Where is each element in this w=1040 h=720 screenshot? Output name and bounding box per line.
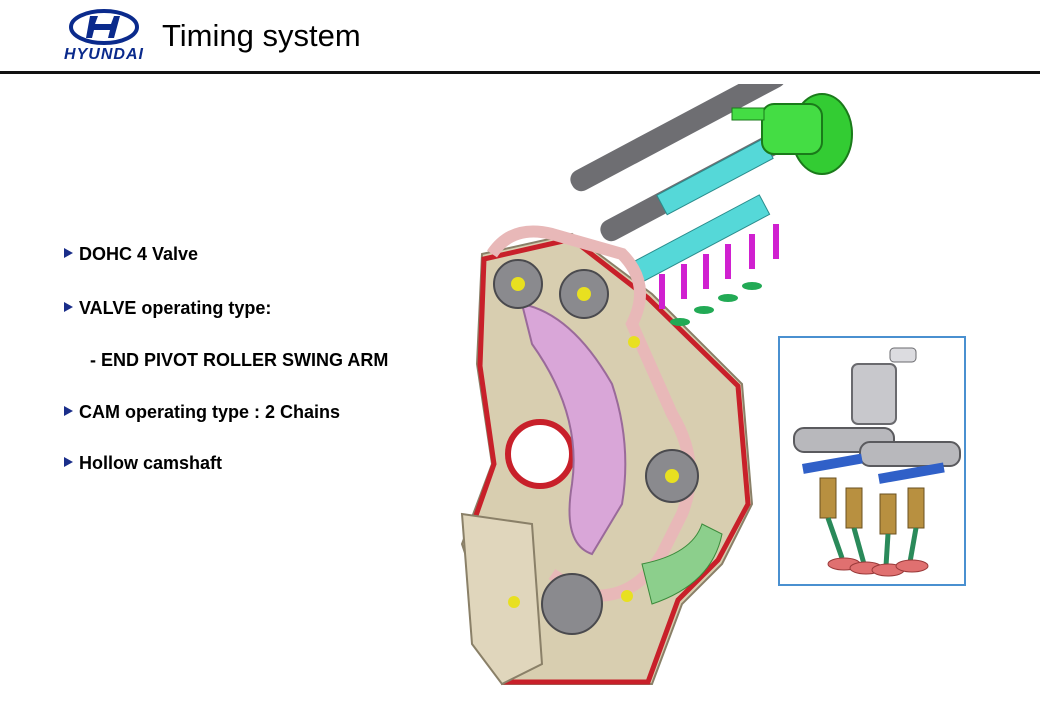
header-divider xyxy=(0,71,1040,74)
timing-chain-shape xyxy=(487,225,696,602)
valves-shape xyxy=(659,224,779,309)
lower-guide-shape xyxy=(641,523,723,605)
valve-heads-shape xyxy=(670,282,762,326)
unit-fitting-shape xyxy=(889,347,917,363)
valve-heads-shape xyxy=(827,557,929,577)
cover-opening-shape xyxy=(505,419,575,489)
camshaft-shape xyxy=(793,427,961,467)
page-title: Timing system xyxy=(162,18,361,53)
bullet-arrow-icon xyxy=(64,406,73,416)
valve-stems-shape xyxy=(825,517,919,567)
valve-springs-shape xyxy=(819,477,925,535)
bullet-item: VALVE operating type: xyxy=(64,298,271,319)
header: HYUNDAI Timing system xyxy=(0,0,1040,76)
rocker-arms-shape xyxy=(626,138,774,286)
hyundai-emblem-icon xyxy=(69,9,139,45)
bullet-item: CAM operating type : 2 Chains xyxy=(64,402,340,423)
mount-bracket-shape xyxy=(460,512,544,686)
bullet-text: - END PIVOT ROLLER SWING ARM xyxy=(90,350,389,370)
valvetrain-closeup-illustration xyxy=(778,336,966,586)
bullet-arrow-icon xyxy=(64,457,73,467)
hyundai-logo: HYUNDAI xyxy=(52,8,156,66)
gasket-outline-shape xyxy=(463,236,751,685)
logo-wordmark: HYUNDAI xyxy=(64,46,144,63)
vacuum-pump-shape xyxy=(731,93,853,175)
bolts-shape xyxy=(508,277,679,608)
bullet-item: Hollow camshaft xyxy=(64,453,222,474)
bullet-text: CAM operating type : 2 Chains xyxy=(79,402,341,422)
engine-timing-chain-illustration xyxy=(422,66,862,706)
rocker-arms-shape xyxy=(802,453,945,484)
bullet-arrow-icon xyxy=(64,248,73,258)
bullet-item: DOHC 4 Valve xyxy=(64,244,198,265)
bullet-text: DOHC 4 Valve xyxy=(79,244,199,264)
sub-bullet-item: - END PIVOT ROLLER SWING ARM xyxy=(90,350,430,371)
chain-guide-shape xyxy=(520,302,627,556)
hydraulic-unit-shape xyxy=(851,363,897,425)
bullet-arrow-icon xyxy=(64,302,73,312)
bullet-text: Hollow camshaft xyxy=(79,453,223,473)
bullet-text: VALVE operating type: xyxy=(79,298,272,318)
